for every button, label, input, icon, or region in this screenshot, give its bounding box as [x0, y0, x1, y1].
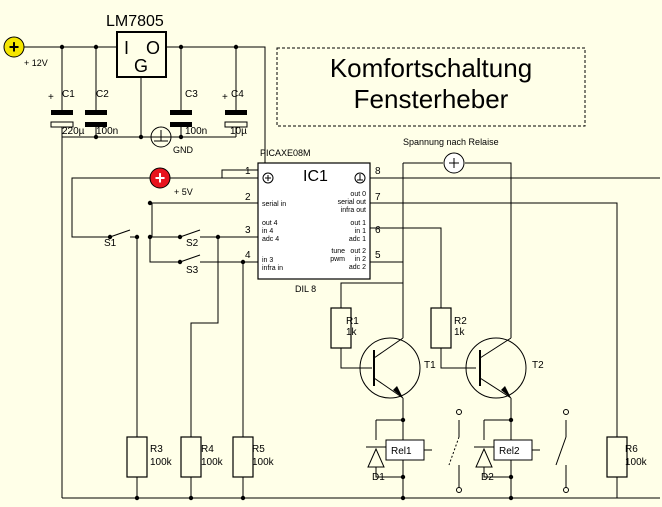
resistor-r5	[232, 436, 254, 478]
ic-pin-5: 5	[375, 250, 381, 261]
ic-pin-7: 7	[375, 192, 381, 203]
ic-label: in 2	[355, 256, 366, 263]
terminal-plus-12v: +	[3, 36, 25, 58]
regulator-name: LM7805	[106, 13, 164, 30]
regulator-lm7805: LM7805 I O G	[106, 13, 167, 78]
label-plus-5v: + 5V	[174, 187, 193, 197]
ic-label: in 1	[355, 228, 366, 235]
transistor-t2: T2	[465, 337, 544, 399]
gnd-symbol: GND	[150, 126, 194, 155]
wiring	[24, 46, 660, 499]
ic-label: serial out	[338, 199, 366, 206]
ic-pin-2: 2	[245, 192, 251, 203]
ic-package: DIL 8	[295, 284, 316, 294]
ic-label: in 3	[262, 257, 273, 264]
title-box: Komfortschaltung Fensterheber	[276, 47, 586, 127]
capacitor-c4-pol: +	[222, 92, 228, 103]
ic-pin-4: 4	[245, 250, 251, 261]
ic-label: pwm	[330, 256, 345, 263]
ic-label: tune	[331, 248, 345, 255]
capacitor-c2-name: C2	[96, 89, 109, 100]
resistor-r2-value: 1k	[454, 327, 466, 338]
terminal-plus-glyph: +	[9, 37, 20, 57]
ic-label: out 1	[350, 220, 366, 227]
resistor-r2-label: R2	[454, 316, 467, 327]
capacitor-c2: C2 100n	[85, 89, 118, 137]
diode-d1-label: D1	[372, 472, 385, 483]
diode-d2: D2	[474, 446, 494, 483]
capacitor-c4-name: C4	[231, 89, 244, 100]
resistor-r1-value: 1k	[346, 327, 358, 338]
ic-pin-8: 8	[375, 166, 381, 177]
resistor-r6	[606, 436, 628, 478]
transistor-t2-label: T2	[532, 360, 544, 371]
ic-label: out 4	[262, 220, 278, 227]
transistor-t1: T1	[359, 337, 436, 399]
resistor-r2	[430, 307, 452, 349]
capacitor-c1: + C1 220µ	[48, 89, 85, 137]
transistor-t1-label: T1	[424, 360, 436, 371]
terminal-plus-5v: +	[149, 167, 171, 189]
ic-label: out 2	[350, 248, 366, 255]
capacitor-c4: + C4 10µ	[222, 89, 248, 137]
junctions	[59, 44, 569, 501]
relay-rel2: Rel2	[493, 436, 567, 466]
ic-type: PICAXE08M	[260, 148, 311, 158]
relay-rel2-label: Rel2	[499, 446, 520, 457]
relay-supply-label: Spannung nach Relaise	[403, 137, 499, 147]
relay-rel1-label: Rel1	[391, 446, 412, 457]
ic-label: infra in	[262, 265, 283, 272]
ic-label: adc 4	[262, 236, 279, 243]
resistor-r4-value: 100k	[201, 457, 224, 468]
ic-label: infra out	[341, 207, 366, 214]
capacitor-c3-value: 100n	[185, 126, 207, 137]
resistor-r1: R1	[330, 307, 352, 349]
diode-d1: D1	[366, 446, 386, 483]
switch-s1-label: S1	[104, 238, 117, 249]
regulator-pin-o: O	[146, 38, 160, 58]
title-line-2: Fensterheber	[354, 84, 509, 114]
capacitor-c4-value: 10µ	[230, 126, 247, 137]
capacitor-c3: C3 100n	[170, 89, 207, 137]
capacitor-c1-name: C1	[62, 89, 75, 100]
capacitor-c3-name: C3	[185, 89, 198, 100]
resistor-r3	[126, 436, 148, 478]
switch-s3-label: S3	[186, 265, 199, 276]
capacitor-c1-value: 220µ	[62, 126, 85, 137]
title-line-1: Komfortschaltung	[330, 53, 532, 83]
ic-label: in 4	[262, 228, 273, 235]
diode-d2-label: D2	[481, 472, 494, 483]
relay-supply-indicator: Spannung nach Relaise	[403, 137, 499, 174]
resistor-r4-label: R4	[201, 444, 214, 455]
label-plus-12v: + 12V	[24, 58, 48, 68]
resistor-r5-label: R5	[252, 444, 265, 455]
ic-label: serial in	[262, 201, 286, 208]
ic-pin-6: 6	[375, 225, 381, 236]
capacitor-c2-value: 100n	[96, 126, 118, 137]
ic-label: out 0	[350, 191, 366, 198]
switch-s2-label: S2	[186, 238, 199, 249]
regulator-pin-i: I	[124, 38, 129, 58]
ic-label: adc 1	[349, 236, 366, 243]
ic-picaxe08m: PICAXE08M IC1 DIL 8 1 2 3 4 5 6 7 8 seri…	[245, 148, 381, 294]
resistor-r3-value: 100k	[150, 457, 173, 468]
ic-label: adc 2	[349, 264, 366, 271]
capacitor-c1-pol: +	[48, 92, 54, 103]
regulator-pin-g: G	[134, 56, 148, 76]
ic-name: IC1	[303, 168, 328, 185]
ic-pin-1: 1	[245, 166, 251, 177]
relay-rel1: Rel1	[385, 436, 460, 466]
resistor-r5-value: 100k	[252, 457, 275, 468]
resistor-r3-label: R3	[150, 444, 163, 455]
resistor-r6-value: 100k	[625, 457, 648, 468]
resistor-r6-label: R6	[625, 444, 638, 455]
resistor-r4	[180, 436, 202, 478]
label-gnd: GND	[173, 145, 194, 155]
ic-pin-3: 3	[245, 225, 251, 236]
terminal-plus-5v-glyph: +	[155, 168, 166, 188]
resistor-r1-label: R1	[346, 316, 359, 327]
